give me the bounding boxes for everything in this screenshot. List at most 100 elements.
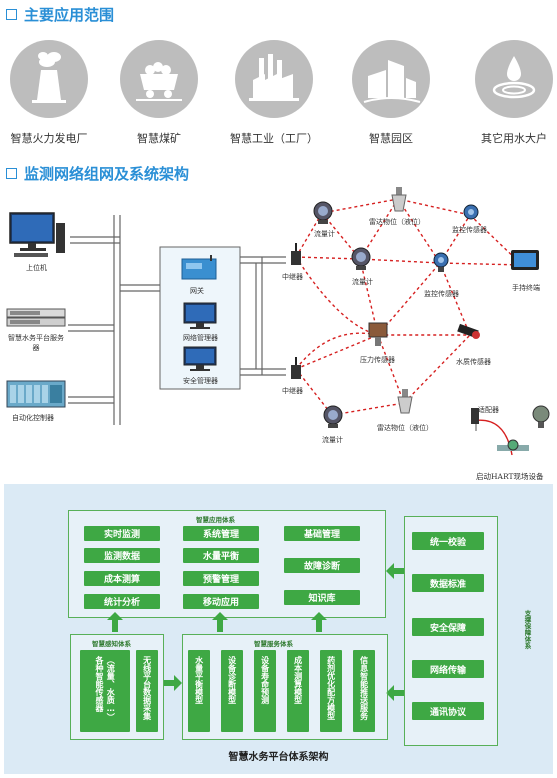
sensor-subtext: （流量、水质…） [106, 656, 116, 721]
monitor-sensor-icon [433, 252, 449, 272]
radar-level-icon [391, 187, 407, 212]
monitor-icon [183, 302, 217, 329]
app-label: 智慧工业（工厂） [230, 132, 318, 145]
flow-meter-icon [351, 247, 371, 270]
app-item: 实时监测 [84, 526, 160, 541]
section-title-applications: 主要应用范围 [6, 4, 114, 25]
power-plant-icon [10, 40, 88, 118]
service-text: 设备寿命预测 [260, 656, 270, 704]
monitor-icon [9, 212, 65, 257]
water-drop-icon [475, 40, 553, 118]
monitor-icon [183, 346, 217, 371]
service-text: 药剂优化配方模型 [326, 656, 336, 720]
service-system-title: 智慧服务体系 [254, 640, 293, 648]
hart-field-device-icon [497, 439, 529, 451]
support-item: 数据标准 [412, 574, 484, 592]
hart-device-label: 启动HART现场设备 [476, 472, 544, 481]
server-label: 智慧水务平台服务器 [8, 334, 64, 352]
repeater-label: 中继器 [282, 387, 303, 395]
buildings-icon [352, 40, 430, 118]
app-item: 统计分析 [84, 594, 160, 609]
service-card: 信息智能推送服务 [353, 650, 375, 732]
flow-meter-icon [313, 201, 333, 224]
monitor-sensor-label: 监控传感器 [452, 226, 487, 234]
section-title-text: 主要应用范围 [24, 6, 115, 24]
network-diagram: 上位机 智慧水务平台服务器 自动化控制器 网关 网络管理器 安全管理器 [0, 185, 557, 485]
flow-meter-icon [323, 405, 343, 428]
coal-cart-icon [120, 40, 198, 118]
plc-label: 自动化控制器 [12, 414, 54, 422]
repeater-icon [291, 243, 301, 265]
app-item: 基础管理 [284, 526, 360, 541]
transmitter-icon [532, 405, 550, 428]
monitor-sensor-icon [463, 204, 479, 220]
adapter-label: 适配器 [478, 406, 499, 414]
repeater-icon [291, 357, 301, 379]
app-item: 故障诊断 [284, 558, 360, 573]
flow-meter-label: 流量计 [314, 230, 335, 238]
security-manager-label: 安全管理器 [183, 377, 218, 385]
sensor-text: 各种智能传感器 [95, 656, 104, 712]
support-item: 通讯协议 [412, 702, 484, 720]
monitor-sensor-label: 监控传感器 [424, 290, 459, 298]
host-pc-label: 上位机 [26, 264, 47, 272]
app-item: 监测数据 [84, 548, 160, 563]
plc-controller-icon [6, 380, 66, 408]
app-item: 成本测算 [84, 571, 160, 586]
app-label: 智慧园区 [369, 132, 413, 145]
service-card: 设备寿命预测 [254, 650, 276, 732]
checkbox-square-icon [6, 168, 17, 179]
app-item: 知识库 [284, 590, 360, 605]
sense-system-title: 智慧感知体系 [92, 640, 131, 648]
architecture-panel: 智慧应用体系 实时监测 监测数据 成本测算 统计分析 系统管理 水量平衡 预警管… [4, 484, 553, 774]
service-card: 设备诊断模型 [221, 650, 243, 732]
factory-icon [235, 40, 313, 118]
radar-level-icon [397, 389, 413, 414]
app-item-power-plant: 智慧火力发电厂 [0, 40, 104, 146]
app-item: 预警管理 [183, 571, 259, 586]
flow-meter-label: 流量计 [352, 278, 373, 286]
server-icon [6, 308, 66, 327]
support-item: 统一校验 [412, 532, 484, 550]
service-card: 药剂优化配方模型 [320, 650, 342, 732]
sensor-card: 各种智能传感器 （流量、水质…） [80, 650, 130, 732]
gateway-label: 网关 [190, 287, 204, 295]
section-title-text: 监测网络组网及系统架构 [24, 165, 190, 183]
pressure-sensor-label: 压力传感器 [360, 356, 395, 364]
app-item: 水量平衡 [183, 548, 259, 563]
app-item: 系统管理 [183, 526, 259, 541]
water-quality-sensor-icon [457, 323, 480, 339]
radar-level-label: 雷达物位（液位） [377, 424, 433, 432]
app-item-other-water: 其它用水大户 [459, 40, 557, 146]
radar-level-label: 雷达物位（液位） [369, 218, 425, 226]
architecture-caption: 智慧水务平台体系架构 [228, 752, 329, 763]
support-item: 安全保障 [412, 618, 484, 636]
gateway-icon [181, 255, 217, 280]
adapter-icon [471, 408, 479, 424]
service-text: 信息智能推送服务 [359, 656, 369, 720]
arch-arrows [107, 563, 404, 701]
checkbox-square-icon [6, 9, 17, 20]
tablet-icon [511, 250, 539, 270]
service-card: 水量平衡模型 [188, 650, 210, 732]
service-text: 成本测算模型 [293, 656, 303, 704]
repeater-label: 中继器 [282, 273, 303, 281]
service-text: 设备诊断模型 [227, 656, 237, 704]
app-item-park: 智慧园区 [336, 40, 446, 146]
flow-meter-label: 流量计 [322, 436, 343, 444]
handheld-label: 手持终端 [512, 284, 540, 292]
app-label: 智慧煤矿 [137, 132, 181, 145]
applications-row: 智慧火力发电厂 智慧煤矿 智慧工业（工厂） [0, 40, 557, 160]
app-item-coal-mine: 智慧煤矿 [104, 40, 214, 146]
wireless-collect-card: 无线平台数据采集 [136, 650, 158, 732]
pressure-sensor-icon [368, 322, 388, 346]
app-label: 其它用水大户 [481, 132, 547, 145]
app-system-title: 智慧应用体系 [196, 516, 235, 524]
service-card: 成本测算模型 [287, 650, 309, 732]
support-item: 网络传输 [412, 660, 484, 678]
app-label: 智慧火力发电厂 [10, 132, 88, 145]
section-title-architecture: 监测网络组网及系统架构 [6, 163, 189, 184]
app-item: 移动应用 [183, 594, 259, 609]
water-quality-sensor-label: 水质传感器 [456, 358, 491, 366]
service-text: 水量平衡模型 [194, 656, 204, 704]
